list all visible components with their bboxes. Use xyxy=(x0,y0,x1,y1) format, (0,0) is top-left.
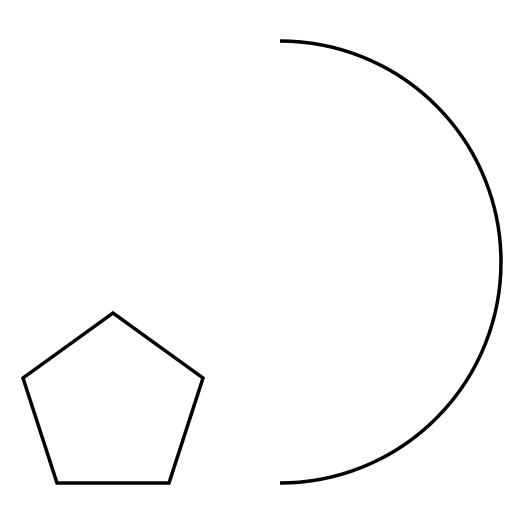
pentagon-shape xyxy=(20,310,206,485)
semicircle-arc xyxy=(279,39,503,485)
